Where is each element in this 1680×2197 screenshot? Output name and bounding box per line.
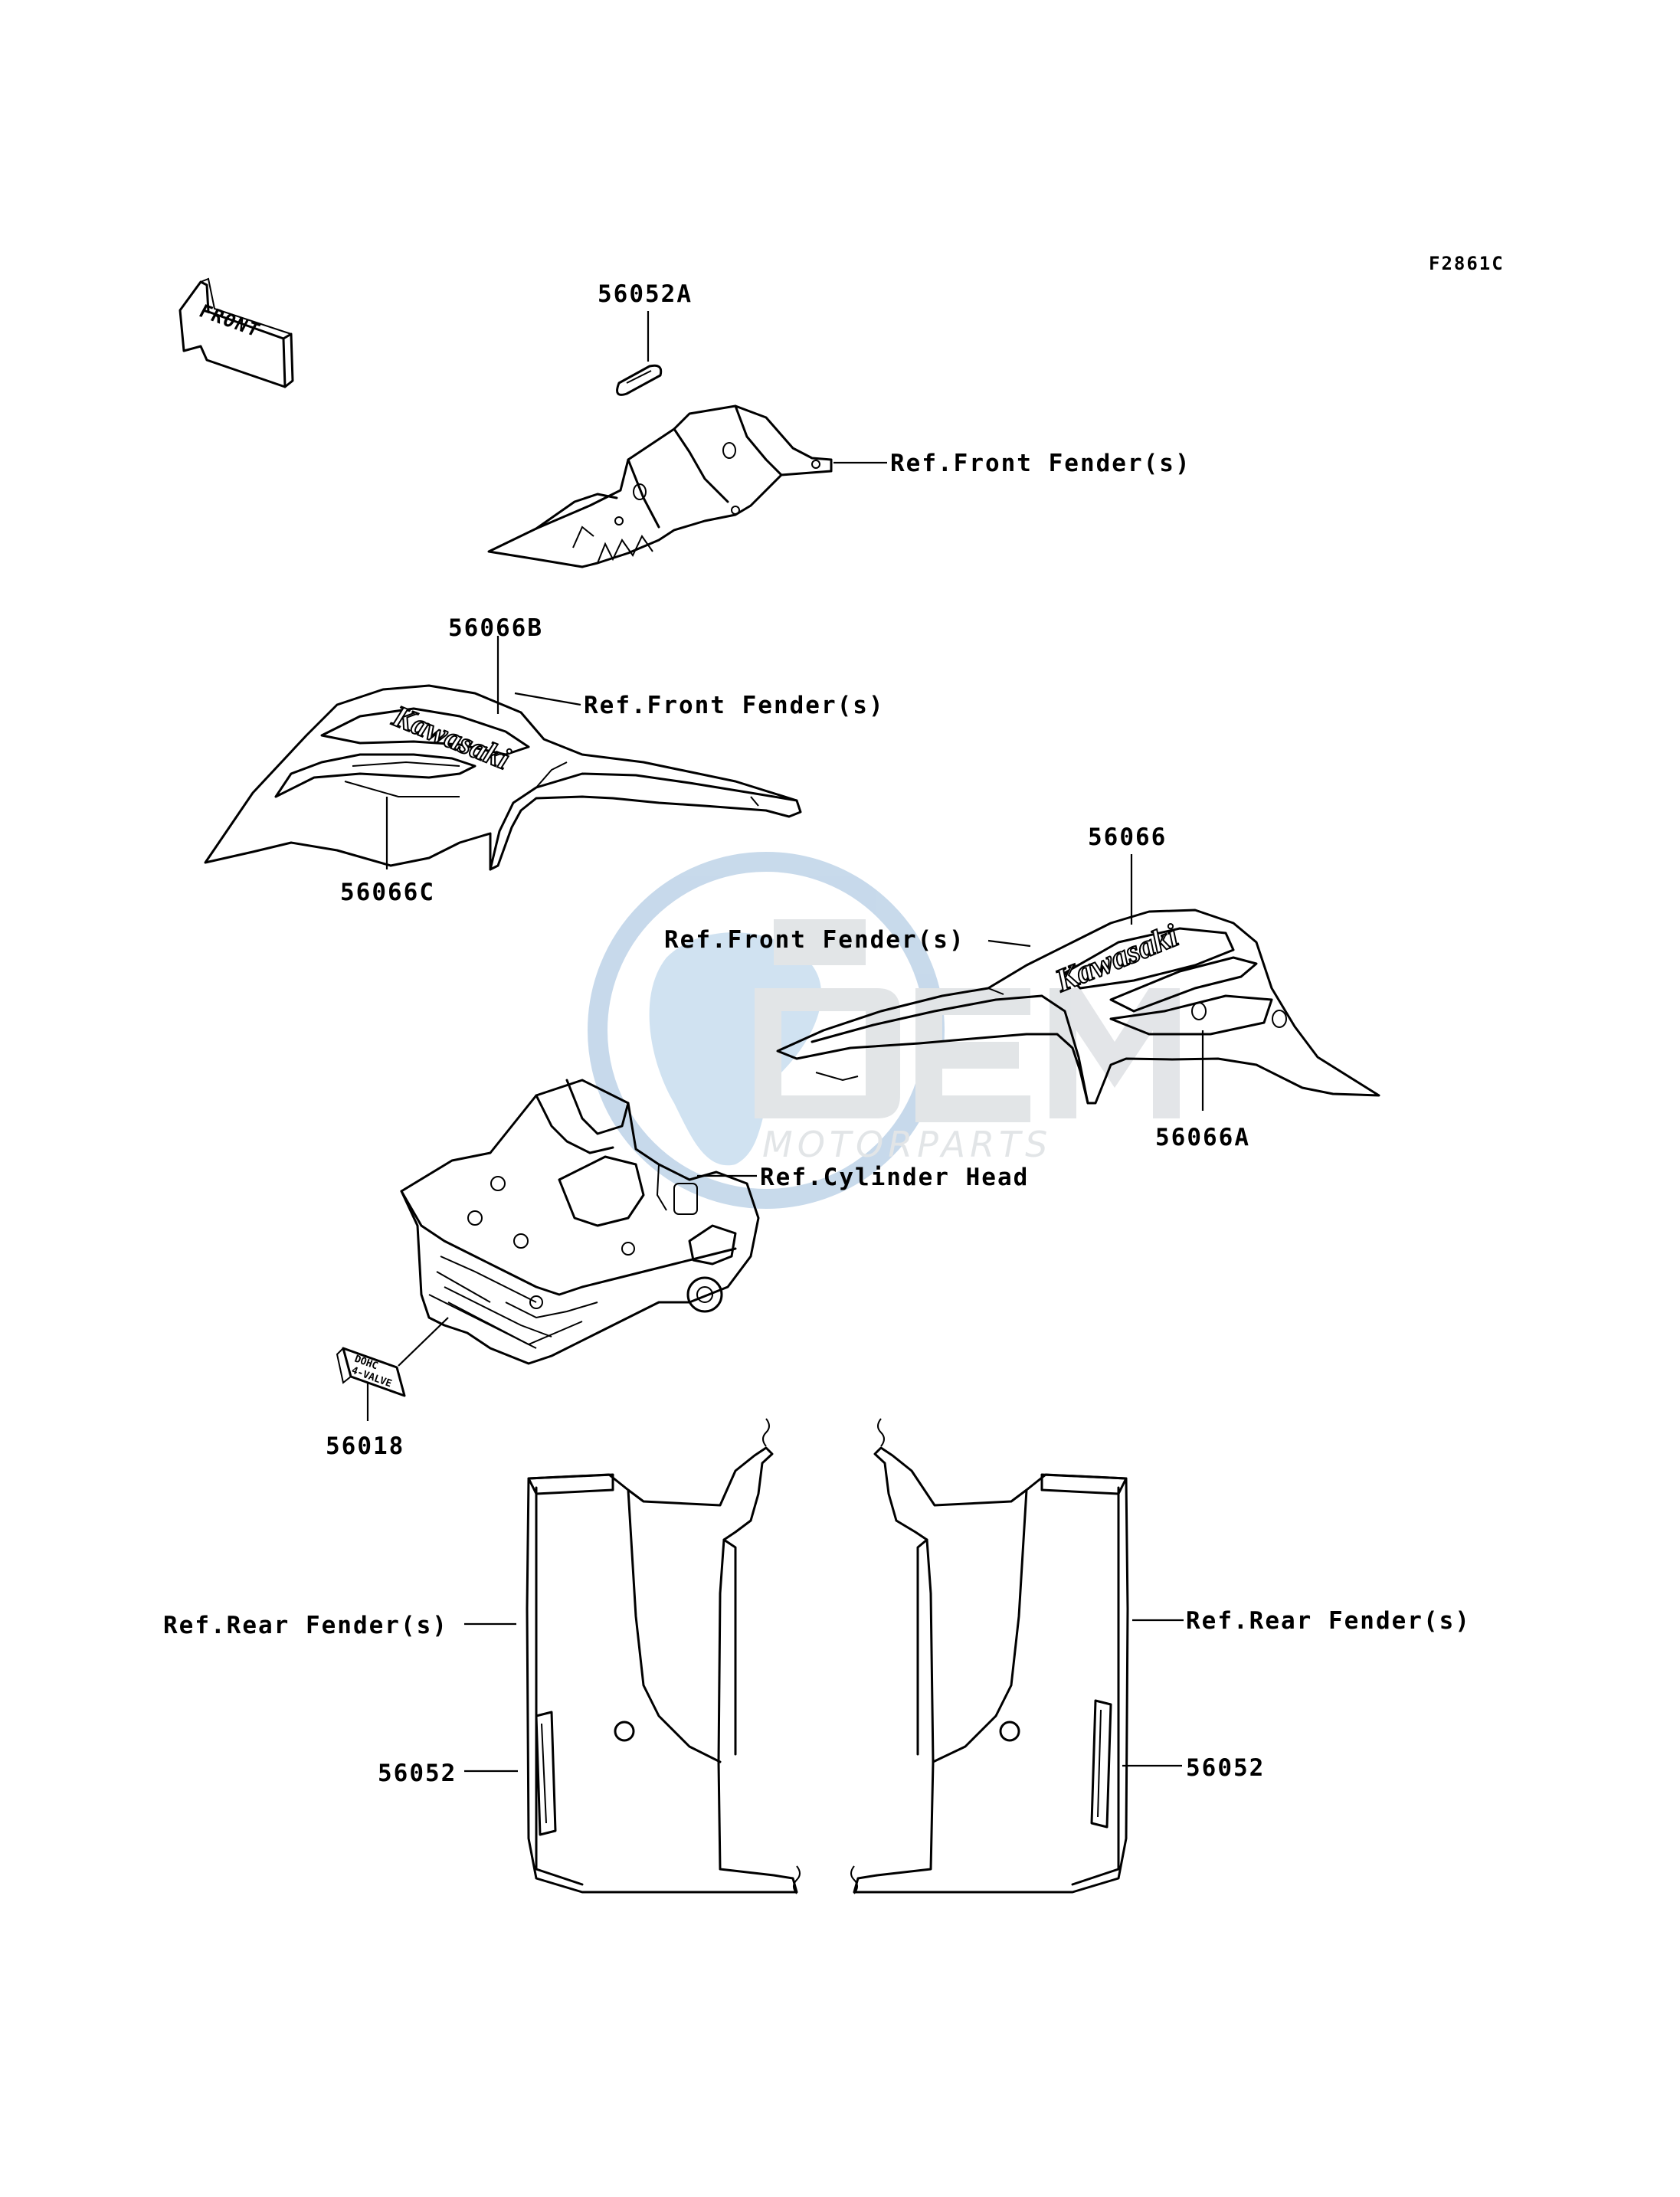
emblem-56052a-icon (616, 311, 663, 396)
dohc-label-56018-icon: DOHC 4-VALVE (336, 1347, 406, 1421)
callout-56052-right: 56052 (1186, 1754, 1265, 1782)
cylinder-head-drawing (398, 1079, 760, 1367)
kawasaki-logo-right: Kawasaki (1050, 918, 1184, 1000)
callout-ref-rear-fender-left: Ref.Rear Fender(s) (163, 1612, 448, 1639)
front-direction-arrow-icon: FRONT (178, 277, 294, 388)
kawasaki-logo-left: Kawasaki (388, 698, 515, 776)
callout-56066c: 56066C (340, 879, 435, 906)
front-fender-left-drawing: Kawasaki (204, 636, 802, 871)
callout-56066: 56066 (1088, 823, 1167, 851)
figure-code: F2861C (1429, 253, 1505, 274)
callout-56066a: 56066A (1155, 1124, 1250, 1151)
front-arrow-text: FRONT (195, 300, 264, 341)
oem-motorparts-watermark: MOTORPARTS (588, 852, 1180, 1209)
callout-56052-left: 56052 (378, 1760, 457, 1787)
rear-fender-right-drawing (850, 1418, 1184, 1894)
callout-ref-front-fender-3: Ref.Front Fender(s) (664, 926, 965, 954)
callout-ref-cylinder-head: Ref.Cylinder Head (760, 1164, 1029, 1191)
callout-ref-rear-fender-right: Ref.Rear Fender(s) (1186, 1607, 1471, 1635)
front-fender-top-drawing (487, 404, 887, 568)
callout-56052a: 56052A (598, 280, 693, 308)
callout-ref-front-fender-1: Ref.Front Fender(s) (890, 450, 1191, 477)
callout-56018: 56018 (326, 1432, 404, 1460)
watermark-sub-text: MOTORPARTS (762, 1124, 1052, 1165)
callout-ref-front-fender-2: Ref.Front Fender(s) (584, 692, 885, 719)
callout-56066b: 56066B (448, 614, 543, 642)
rear-fender-left-drawing (464, 1418, 801, 1894)
